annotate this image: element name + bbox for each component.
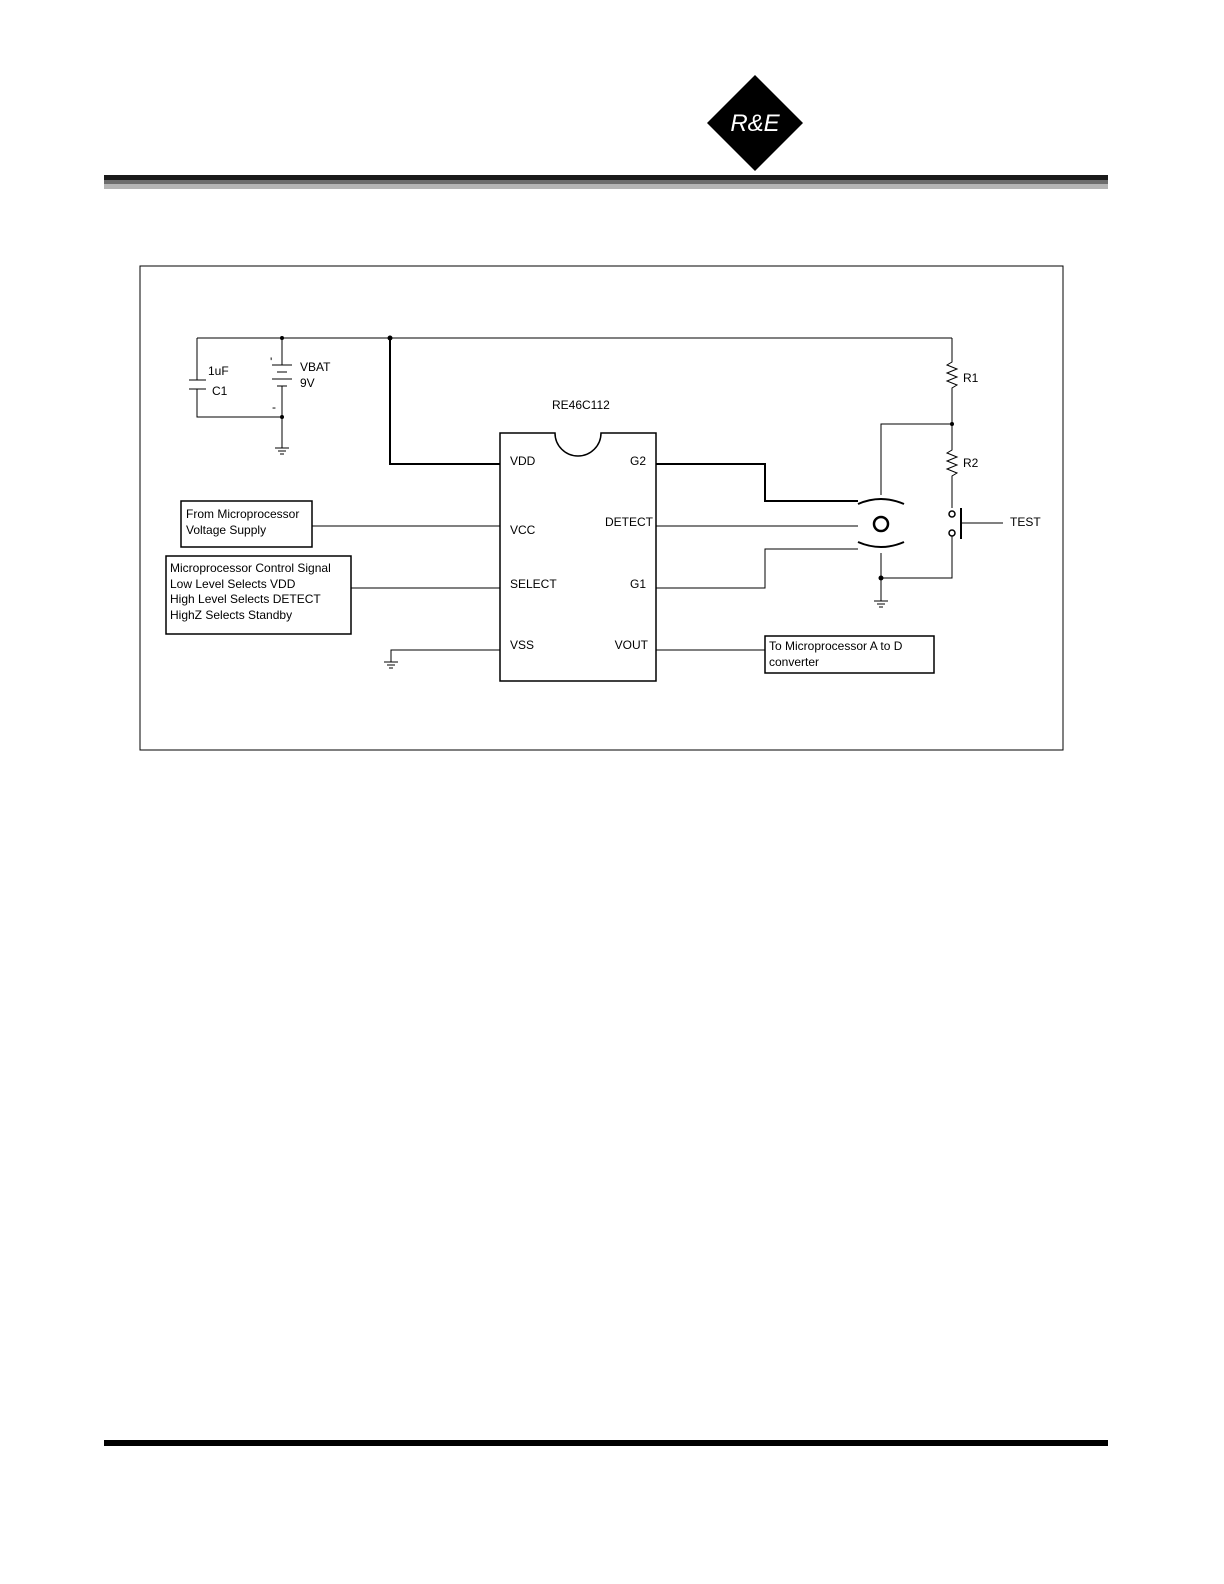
battery-value: 9V bbox=[300, 376, 315, 390]
ground-symbol-chamber bbox=[874, 600, 888, 608]
ic-pin-g1: G1 bbox=[630, 577, 646, 591]
svg-text:Voltage Supply: Voltage Supply bbox=[186, 523, 266, 537]
ic-pin-vss: VSS bbox=[510, 638, 534, 652]
battery-vbat: ' - VBAT 9V bbox=[270, 338, 331, 448]
resistor-r2-label: R2 bbox=[963, 456, 979, 470]
capacitor-ref: C1 bbox=[212, 384, 228, 398]
ic-pin-vcc: VCC bbox=[510, 523, 536, 537]
ground-symbol-vss bbox=[384, 649, 500, 669]
svg-text:To Microprocessor A to D: To Microprocessor A to D bbox=[769, 639, 903, 653]
re-logo: R&E bbox=[707, 75, 803, 171]
svg-text:Low Level Selects VDD: Low Level Selects VDD bbox=[170, 577, 296, 591]
capacitor-c1: 1uF C1 bbox=[189, 338, 282, 418]
ic-pin-vdd: VDD bbox=[510, 454, 536, 468]
select-control-box: Microprocessor Control Signal Low Level … bbox=[165, 555, 500, 635]
resistor-r1-label: R1 bbox=[963, 371, 979, 385]
svg-text:From Microprocessor: From Microprocessor bbox=[186, 507, 299, 521]
battery-name: VBAT bbox=[300, 360, 331, 374]
re-logo-text: R&E bbox=[730, 110, 780, 137]
ic-pin-vout: VOUT bbox=[615, 638, 649, 652]
ic-pin-detect: DETECT bbox=[605, 515, 654, 529]
ground-symbol-battery bbox=[275, 447, 289, 455]
test-label: TEST bbox=[1010, 515, 1041, 529]
capacitor-value: 1uF bbox=[208, 364, 229, 378]
svg-text:HighZ Selects Standby: HighZ Selects Standby bbox=[170, 608, 292, 622]
ic-pin-select: SELECT bbox=[510, 577, 557, 591]
ionization-chamber bbox=[857, 498, 905, 548]
diagram-frame bbox=[139, 265, 1064, 751]
vcc-source-box: From Microprocessor Voltage Supply bbox=[180, 500, 500, 548]
svg-text:High Level Selects DETECT: High Level Selects DETECT bbox=[170, 592, 321, 606]
ic-part-number: RE46C112 bbox=[552, 398, 610, 412]
test-switch: TEST bbox=[948, 508, 1041, 539]
battery-plus: ' bbox=[270, 355, 272, 369]
resistor-r2: R2 bbox=[945, 424, 979, 508]
svg-text:Microprocessor Control Signal: Microprocessor Control Signal bbox=[170, 561, 331, 575]
svg-text:converter: converter bbox=[769, 655, 819, 669]
resistor-r1: R1 bbox=[945, 338, 979, 426]
battery-minus: - bbox=[272, 400, 276, 414]
ic-re46c112: RE46C112 VDD VCC SELECT VSS G2 DETECT G1… bbox=[499, 398, 657, 682]
vout-dest-box: To Microprocessor A to D converter bbox=[656, 635, 935, 674]
ic-pin-g2: G2 bbox=[630, 454, 646, 468]
header-rule bbox=[104, 175, 1108, 189]
footer-rule bbox=[104, 1440, 1108, 1446]
